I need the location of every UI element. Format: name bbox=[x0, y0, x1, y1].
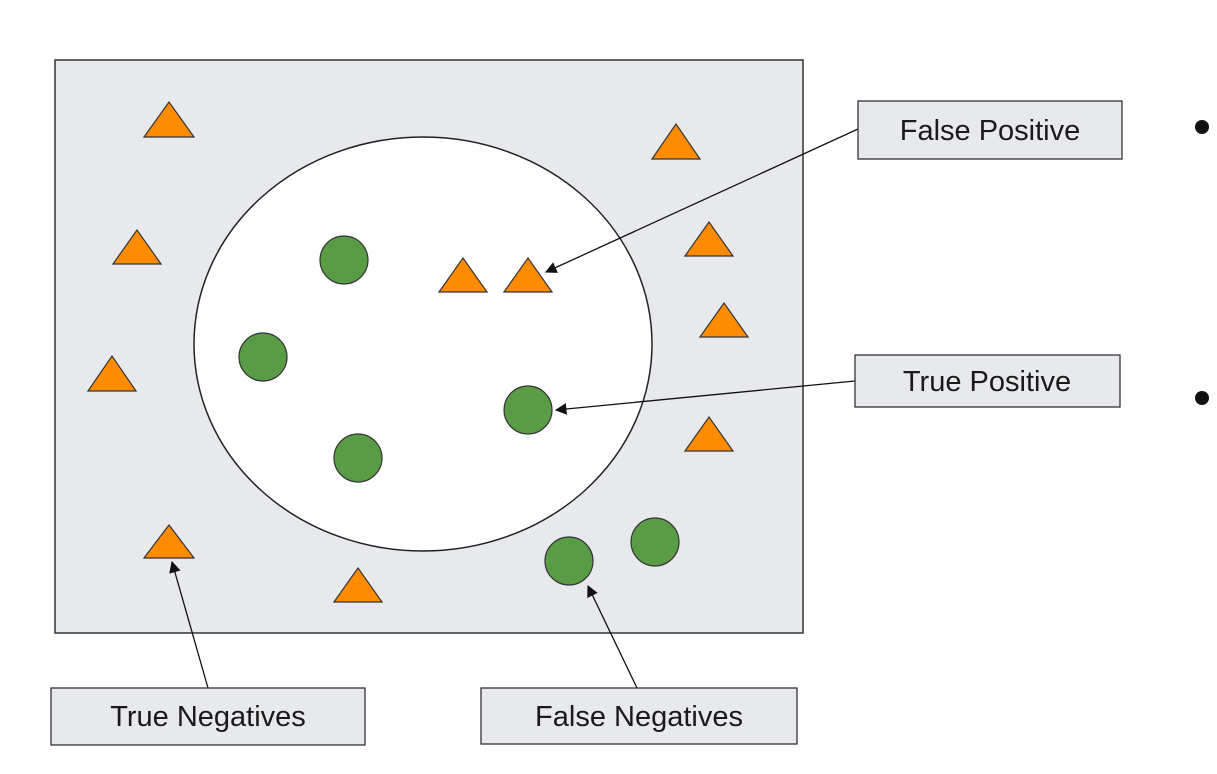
triangle bbox=[111, 228, 163, 265]
false-negatives-label: False Negatives bbox=[535, 701, 743, 733]
label-false-positive: False Positive bbox=[857, 100, 1123, 160]
triangle bbox=[142, 100, 196, 138]
true-positive-label: True Positive bbox=[903, 366, 1071, 398]
label-true-positive: True Positive bbox=[854, 354, 1121, 408]
arrows bbox=[169, 128, 859, 689]
label-false-negatives: False Negatives bbox=[480, 687, 798, 745]
label-box bbox=[50, 687, 366, 746]
false-positive-arrow bbox=[544, 128, 859, 273]
dot bbox=[319, 235, 369, 285]
triangle bbox=[437, 256, 489, 293]
dot bbox=[544, 536, 594, 586]
false-negatives-arrow bbox=[587, 584, 638, 689]
dot bbox=[238, 332, 288, 382]
true-positive-arrow bbox=[554, 380, 856, 415]
dots bbox=[238, 235, 680, 586]
triangle bbox=[650, 122, 702, 160]
false-positive-label: False Positive bbox=[900, 115, 1081, 147]
triangle bbox=[142, 524, 196, 559]
true-negatives-label: True Negatives bbox=[110, 701, 306, 733]
triangle bbox=[698, 301, 750, 338]
bullet-dot bbox=[1195, 120, 1209, 134]
label-box bbox=[854, 354, 1121, 408]
label-true-negatives: True Negatives bbox=[50, 687, 366, 746]
triangle bbox=[683, 220, 735, 257]
bullet-dot bbox=[1195, 391, 1209, 405]
triangle bbox=[683, 415, 735, 452]
triangles bbox=[86, 100, 750, 603]
bullets bbox=[1195, 120, 1209, 405]
dot bbox=[333, 433, 383, 483]
predicted-positive-region bbox=[193, 136, 653, 552]
triangle bbox=[502, 256, 554, 293]
true-negatives-arrow bbox=[169, 560, 209, 689]
dot bbox=[630, 517, 680, 567]
label-box bbox=[857, 100, 1123, 160]
triangle bbox=[86, 354, 138, 392]
label-box bbox=[480, 687, 798, 745]
dot bbox=[503, 385, 553, 435]
triangle bbox=[332, 566, 384, 603]
